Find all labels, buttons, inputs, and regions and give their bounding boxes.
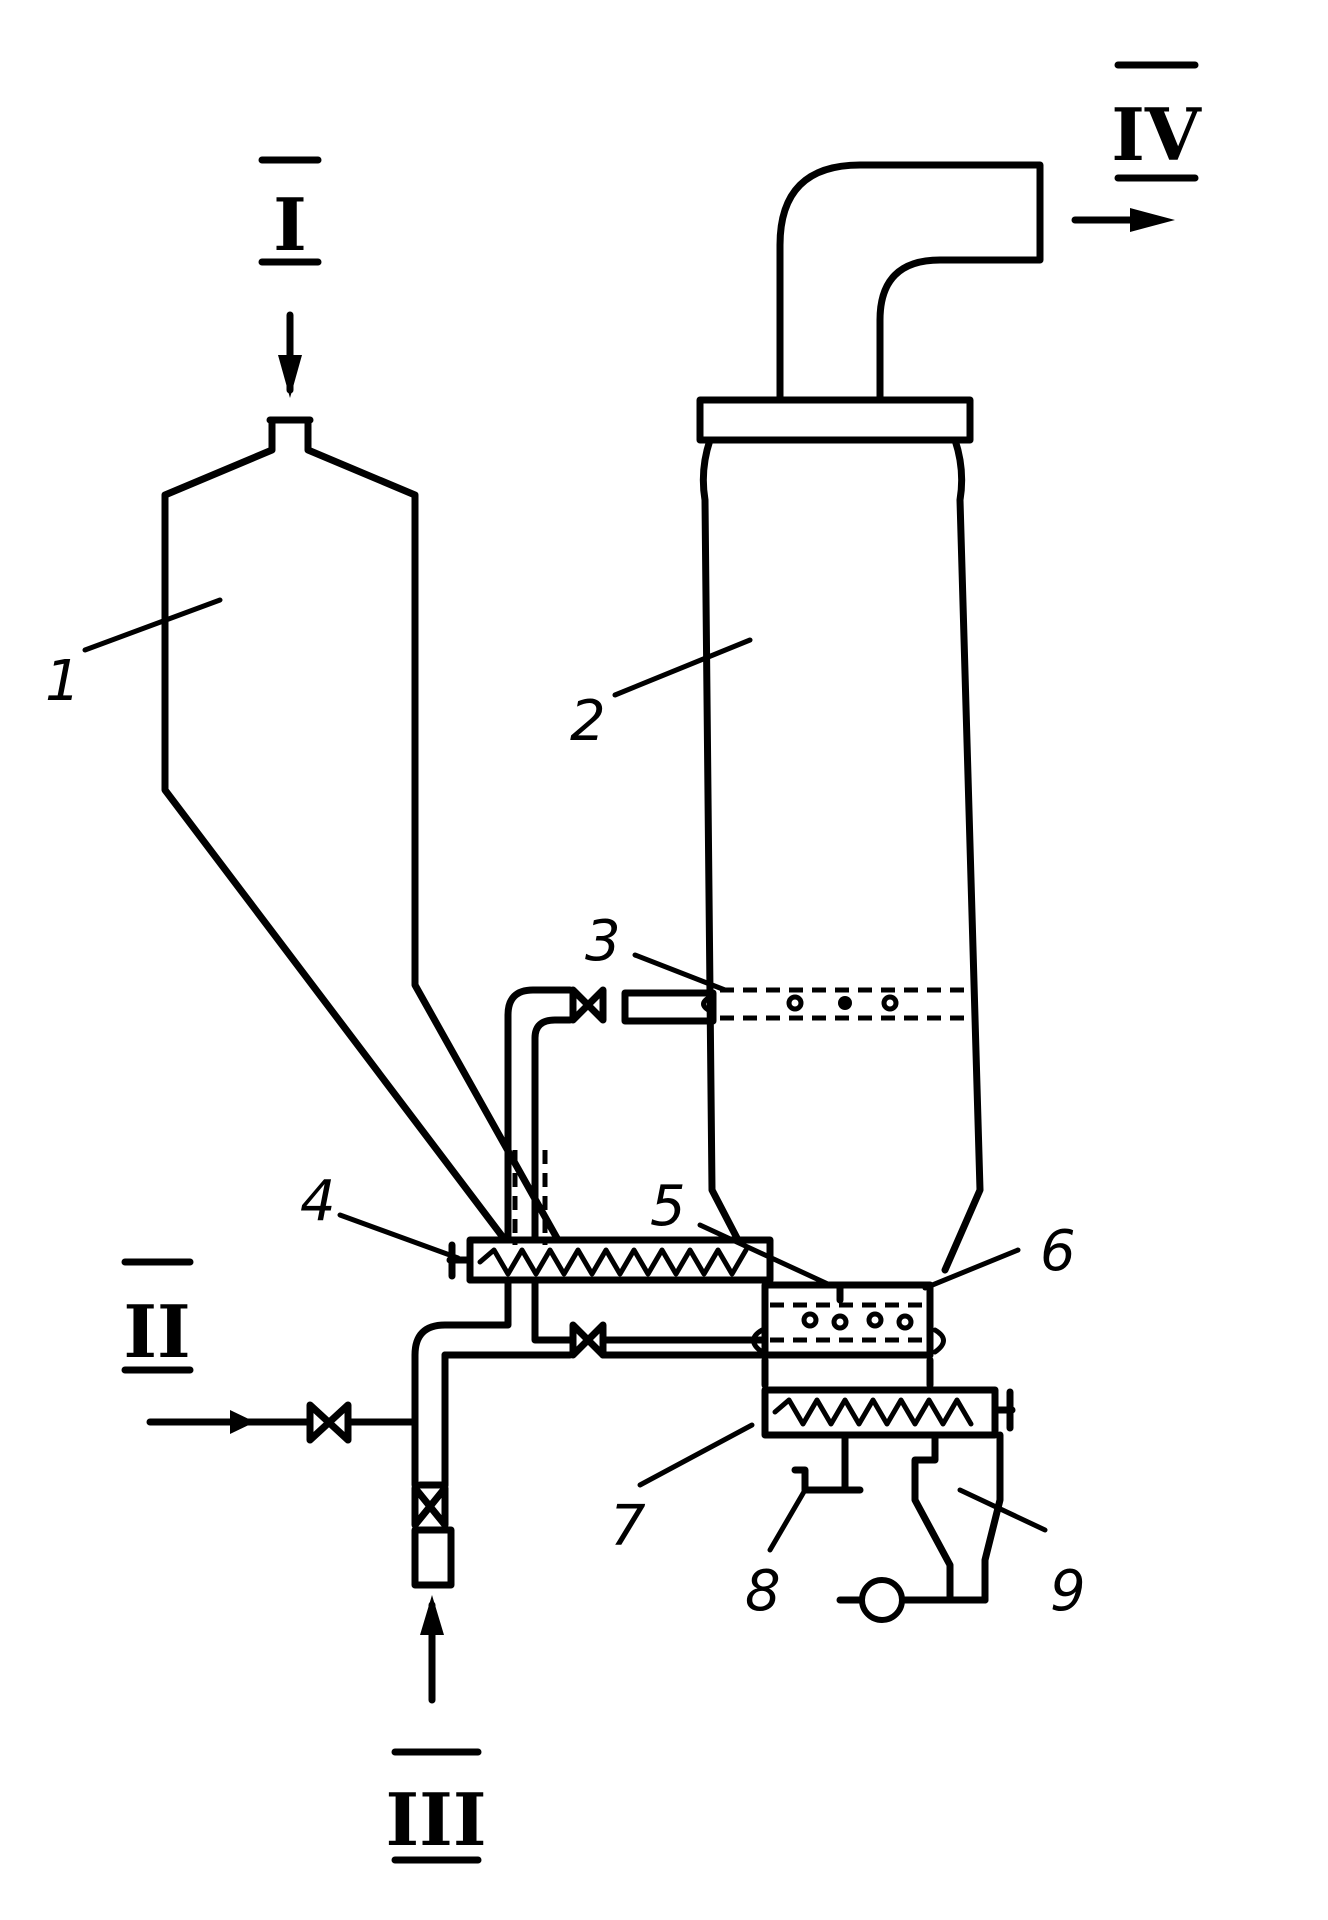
pump-circle [859,1577,905,1623]
stream-I-arrow [278,311,302,398]
fluidized-bed-6 [751,1281,946,1359]
valve-lower-gas [569,1321,607,1359]
label-part-5: 5 [650,1174,686,1239]
product-outlet-8 [791,1431,864,1494]
stream-III-inlet-pipe [411,1481,455,1704]
label-part-4: 4 [300,1169,336,1234]
reactor-column-2 [696,161,1044,1274]
gas-distributor-3 [701,987,975,1021]
label-part-2: 2 [570,689,606,754]
stream-IV-arrow [1071,208,1175,232]
separator-9 [836,1431,1004,1604]
recycle-pipe-upper [504,986,717,1245]
stream-IV-label: IV [1111,61,1202,182]
gas-pipe-lower [411,1276,769,1489]
stream-II-inlet-pipe [146,1410,419,1434]
stream-I-label: I [258,156,322,267]
stream-I-text: I [273,182,307,267]
label-part-3: 3 [585,909,621,974]
label-part-8: 8 [745,1559,781,1624]
screw-feeder-4 [446,1236,774,1284]
valve-upper-recycle [569,986,607,1024]
hopper-vessel-1 [161,416,562,1244]
leader-lines [82,597,1048,1553]
stream-II-text: II [123,1289,190,1374]
label-part-9: 9 [1050,1559,1086,1624]
stream-III-label: III [385,1748,487,1864]
stream-III-text: III [385,1777,486,1862]
label-part-1: 1 [45,649,81,714]
label-part-7: 7 [610,1494,646,1559]
label-part-6: 6 [1040,1219,1076,1284]
stream-II-label: II [121,1258,194,1374]
discharge-screw-7 [761,1356,1016,1439]
stream-IV-text: IV [1111,92,1202,177]
valve-stream-II [306,1401,352,1444]
